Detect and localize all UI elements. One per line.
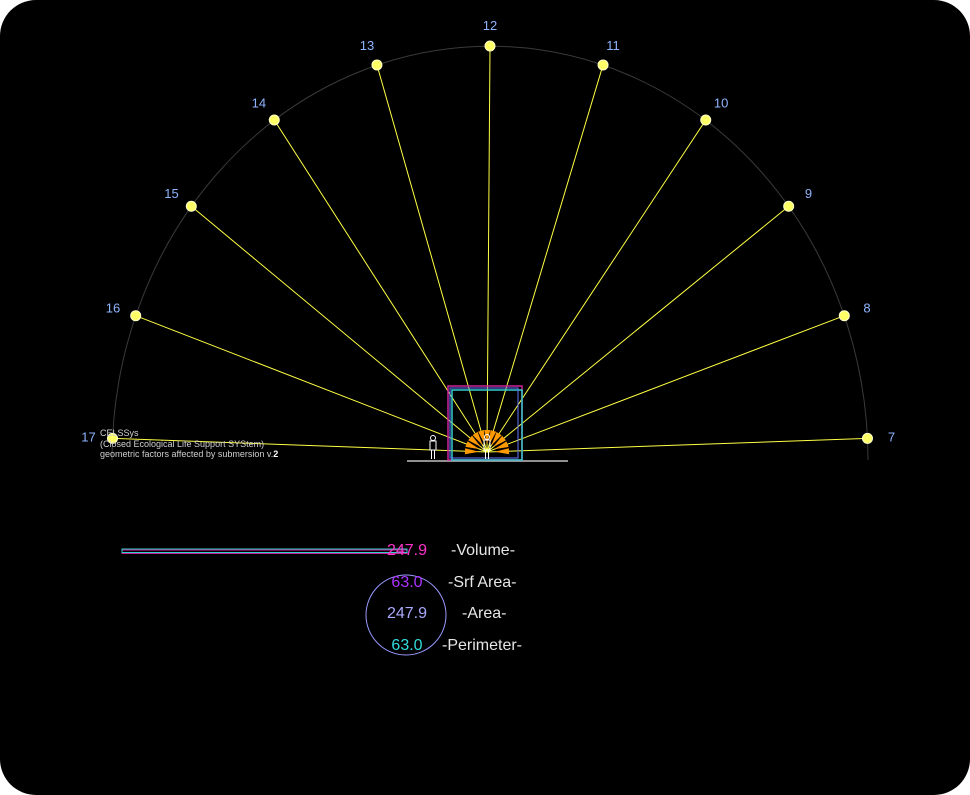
sun-ray-9 <box>486 205 789 453</box>
sun-marker-7 <box>861 432 873 444</box>
area-box <box>449 387 519 459</box>
sun-ray-8 <box>486 315 845 453</box>
sun-marker-13 <box>371 59 383 71</box>
hour-label-16: 16 <box>106 301 120 316</box>
caption-description: geometric factors affected by submersion… <box>100 449 279 459</box>
incident-arrow-12 <box>484 429 491 445</box>
hour-label-12: 12 <box>483 18 497 33</box>
sun-ray-16 <box>135 315 488 453</box>
hour-label-7: 7 <box>888 429 895 444</box>
hour-label-15: 15 <box>164 186 178 201</box>
area-value: 247.9 <box>386 605 428 622</box>
incident-arrow-10 <box>491 431 502 446</box>
incident-arrow-7 <box>494 448 510 455</box>
sun-rays <box>112 45 868 453</box>
sun-ray-12 <box>486 45 491 453</box>
sun-ray-11 <box>486 64 604 453</box>
hour-label-9: 9 <box>805 186 812 201</box>
hour-label-10: 10 <box>714 96 728 111</box>
sun-marker-9 <box>783 200 795 212</box>
area-circle <box>365 574 447 656</box>
incident-arrow-9 <box>493 435 506 447</box>
surface-area-value: 63.0 <box>391 574 423 591</box>
incident-arrow-15 <box>468 435 481 447</box>
sun-marker-12 <box>484 40 496 52</box>
caption-title: CELSSys <box>100 428 139 438</box>
sun-marker-8 <box>838 310 850 322</box>
sun-markers <box>107 40 873 444</box>
hour-label-11: 11 <box>606 38 620 53</box>
incident-arrow-14 <box>472 431 483 446</box>
hour-label-8: 8 <box>863 301 870 316</box>
hour-label-14: 14 <box>252 96 266 111</box>
incident-arrow-17 <box>464 448 480 455</box>
sun-ray-10 <box>486 119 707 453</box>
sun-ray-17 <box>112 437 488 453</box>
area-label: -Area- <box>462 605 507 622</box>
sun-marker-16 <box>130 310 142 322</box>
volume-value: 247.9 <box>386 542 428 559</box>
incident-arrow-16 <box>465 441 480 450</box>
human-figure-outside <box>429 435 437 459</box>
incident-arrow-13 <box>478 430 485 445</box>
incident-arrows <box>464 429 510 455</box>
caption-subtitle: (Closed Ecological Life Support SYStem) <box>100 438 265 449</box>
perimeter-box <box>451 389 523 461</box>
hour-label-13: 13 <box>360 38 374 53</box>
sun-marker-14 <box>268 114 280 126</box>
caption-version: 2 <box>273 449 279 459</box>
incident-arrow-8 <box>494 441 509 450</box>
hour-labels: 7 8 9 10 11 12 13 14 15 16 17 <box>81 18 895 444</box>
sun-marker-10 <box>700 114 712 126</box>
sun-ray-15 <box>191 205 488 453</box>
hour-label-17: 17 <box>81 429 95 444</box>
sun-ray-14 <box>273 119 488 453</box>
sun-ray-13 <box>376 64 488 453</box>
sun-ray-7 <box>486 437 868 453</box>
incident-arrow-11 <box>489 430 497 445</box>
human-figure-inside <box>483 434 491 459</box>
perimeter-value: 63.0 <box>391 637 423 654</box>
sun-marker-17 <box>107 432 119 444</box>
sun-marker-11 <box>597 59 609 71</box>
perimeter-bar <box>121 548 408 553</box>
perimeter-label: -Perimeter- <box>442 637 523 654</box>
surface-area-label: -Srf Area- <box>448 574 517 591</box>
volume-label: -Volume- <box>451 542 516 559</box>
diagram-caption: CELSSys (Closed Ecological Life Support … <box>100 428 278 460</box>
sun-marker-15 <box>185 200 197 212</box>
